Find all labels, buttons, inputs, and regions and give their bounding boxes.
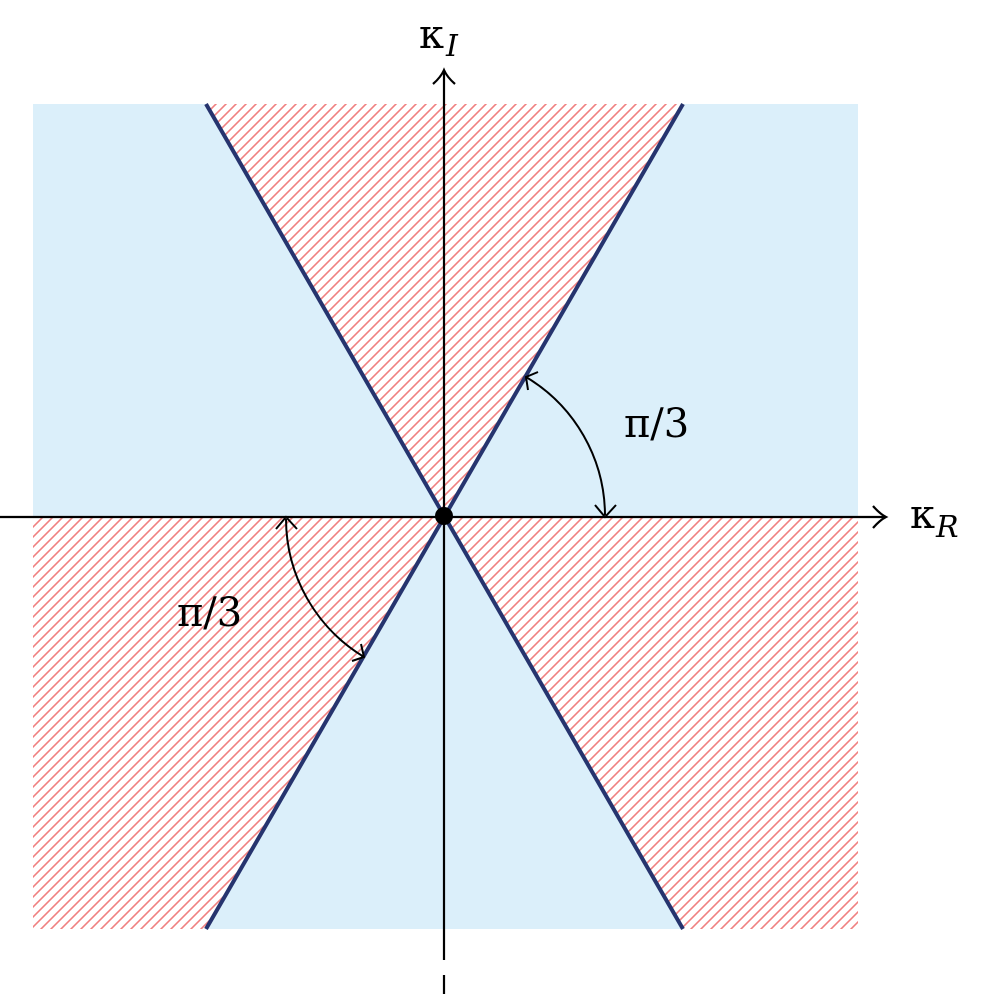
angle-label-lower: π/3 [177, 590, 242, 636]
real-axis-subscript: R [935, 510, 959, 545]
angle-arc-upper-arrow-bottom [594, 504, 617, 519]
imaginary-axis-symbol: κ [419, 12, 444, 58]
hatched-lower-left-region-pattern [33, 517, 444, 929]
real-axis-symbol: κ [910, 492, 935, 538]
imaginary-axis-subscript: I [445, 29, 459, 64]
angle-arc-upper [525, 376, 606, 516]
angle-label-upper: π/3 [624, 401, 689, 447]
imaginary-axis-label: κ I [419, 12, 459, 64]
real-axis-label: κ R [910, 492, 959, 545]
angle-arc-lower-arrow-top [275, 515, 298, 530]
origin-point [435, 507, 453, 525]
angle-arc-lower-arrow-bottom [351, 643, 366, 662]
angle-arc-upper-arrow-top [524, 371, 539, 391]
imaginary-axis-arrowhead [432, 67, 456, 85]
angle-arc-lower [285, 518, 365, 658]
hatched-lower-right-region-pattern [444, 517, 858, 929]
real-axis-arrowhead [872, 505, 889, 529]
